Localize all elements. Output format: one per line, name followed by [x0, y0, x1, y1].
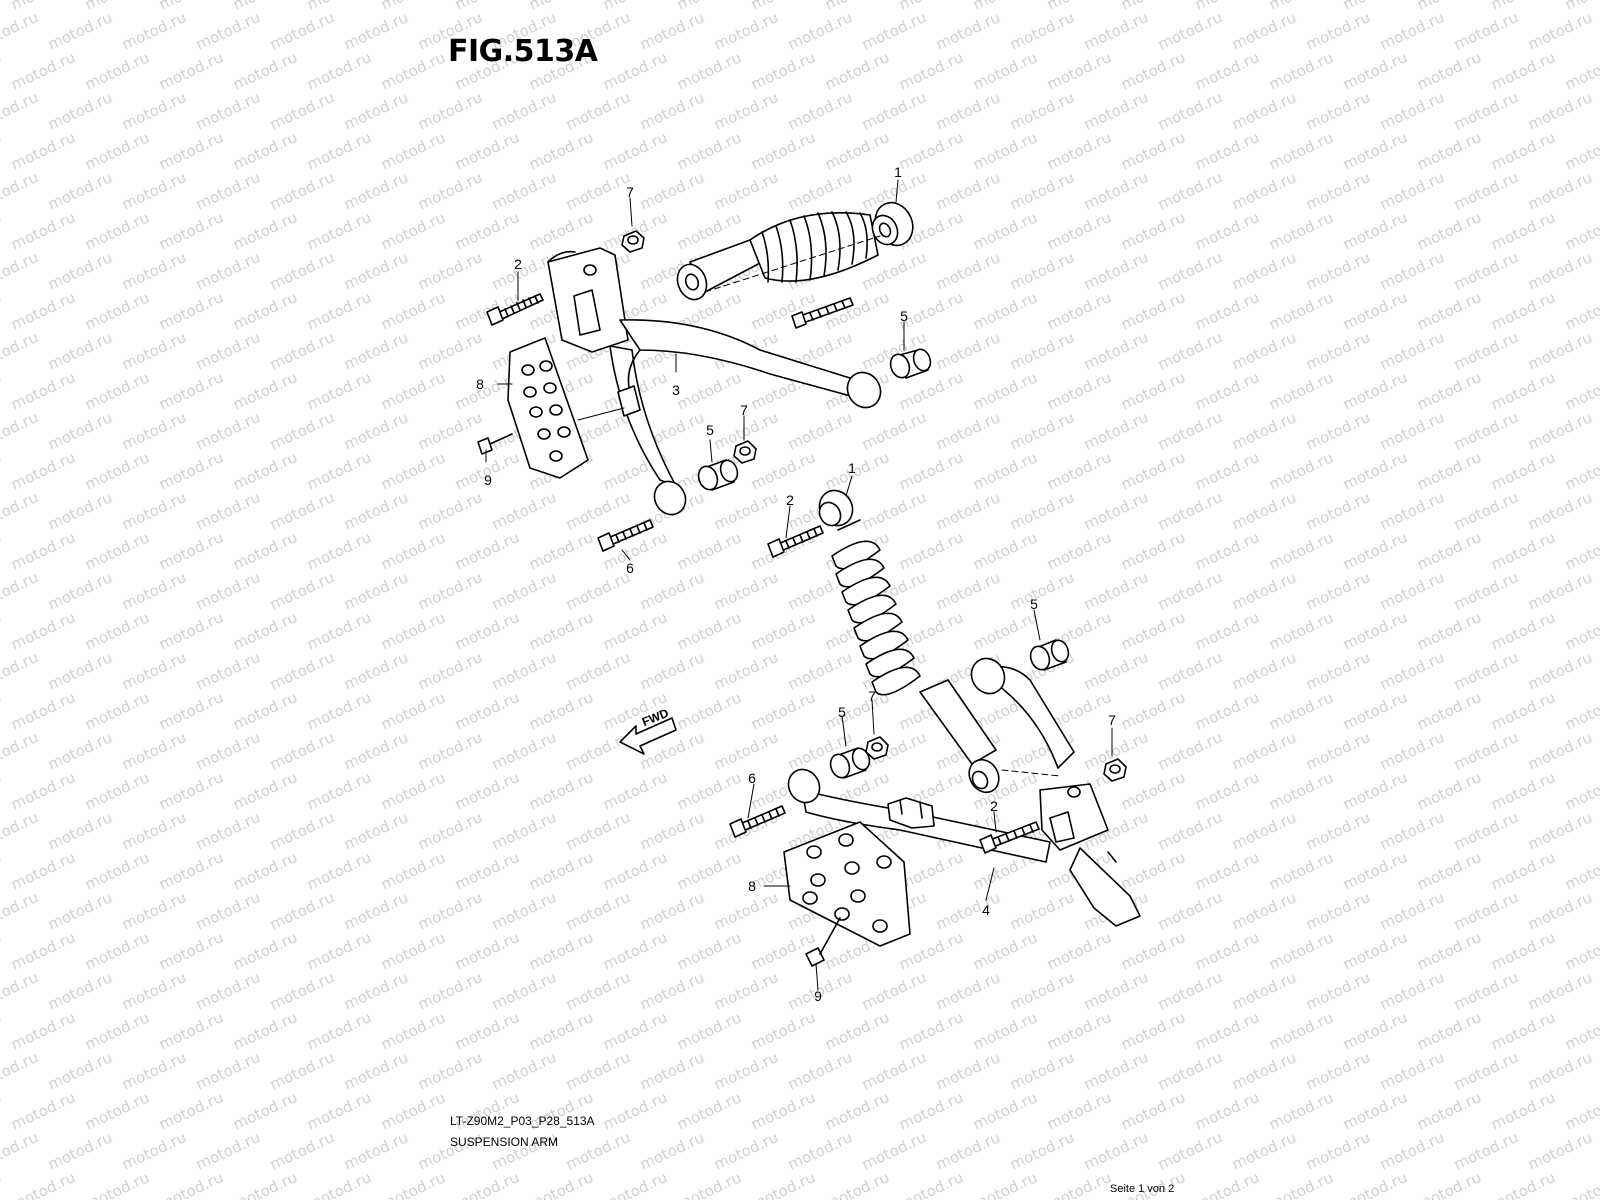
- figure-title: FIG.513A: [448, 34, 598, 69]
- callout-lower-nut-7a: 7: [868, 688, 876, 704]
- callout-upper-bolt-6: 6: [626, 560, 634, 576]
- callout-lower-plate-8: 8: [748, 878, 756, 894]
- callout-upper-nut-7a: 7: [626, 184, 634, 200]
- lower-bushing-5a: [1029, 639, 1070, 671]
- callout-lower-bolt-2a: 2: [786, 492, 794, 508]
- upper-shock-absorber: [676, 201, 914, 301]
- callout-lower-nut-7b: 7: [1108, 712, 1116, 728]
- callout-lower-bushing-5a: 5: [1030, 596, 1038, 612]
- callout-lower-screw-9: 9: [814, 988, 822, 1004]
- upper-screw-9: [477, 433, 513, 455]
- lower-bushing-5b: [829, 747, 871, 779]
- upper-nut-7a: [621, 230, 645, 253]
- lower-bolt-2b: [979, 821, 1040, 854]
- callout-upper-screw-9: 9: [484, 472, 492, 488]
- lower-bolt-2a: [767, 525, 824, 558]
- callout-upper-shock: 1: [894, 164, 902, 180]
- callout-upper-plate-8: 8: [476, 376, 484, 392]
- upper-bushing-5a: [889, 348, 932, 379]
- callout-lower-bolt-2b: 2: [990, 798, 998, 814]
- upper-bushing-5b: [697, 459, 739, 491]
- callout-lower-bushing-5b: 5: [838, 704, 846, 720]
- upper-shock-bolt: [791, 297, 854, 329]
- upper-bolt-2: [486, 293, 544, 326]
- lower-screw-9: [805, 917, 841, 967]
- upper-swing-arm-3: [547, 247, 882, 516]
- lower-assembly: [619, 475, 1141, 991]
- callout-upper-bushing-5b: 5: [706, 422, 714, 438]
- upper-footrest-plate-8: [507, 337, 625, 479]
- callout-upper-nut-7b: 7: [740, 402, 748, 418]
- callout-lower-shock: 1: [848, 460, 856, 476]
- callout-lower-bolt-6: 6: [748, 770, 756, 786]
- callout-upper-arm-3: 3: [672, 382, 680, 398]
- lower-nut-7b: [1103, 758, 1127, 782]
- diagram-name: SUSPENSION ARM: [450, 1135, 559, 1149]
- callout-upper-bushing-5a: 5: [900, 308, 908, 324]
- upper-nut-7b: [733, 440, 757, 464]
- callout-lower-arm-4: 4: [982, 902, 990, 918]
- callout-upper-bolt-2: 2: [514, 256, 522, 272]
- upper-assembly: [477, 179, 932, 561]
- page-indicator: Seite 1 von 2: [1110, 1183, 1175, 1195]
- lower-footrest-plate-8: [783, 821, 911, 947]
- lower-nut-7a: [865, 736, 889, 760]
- lower-bolt-6: [729, 805, 786, 838]
- upper-bolt-6: [597, 519, 654, 552]
- fwd-arrow-icon: [619, 717, 677, 755]
- diagram-code: LT-Z90M2_P03_P28_513A: [450, 1114, 595, 1128]
- lower-shock-absorber: [818, 489, 1061, 794]
